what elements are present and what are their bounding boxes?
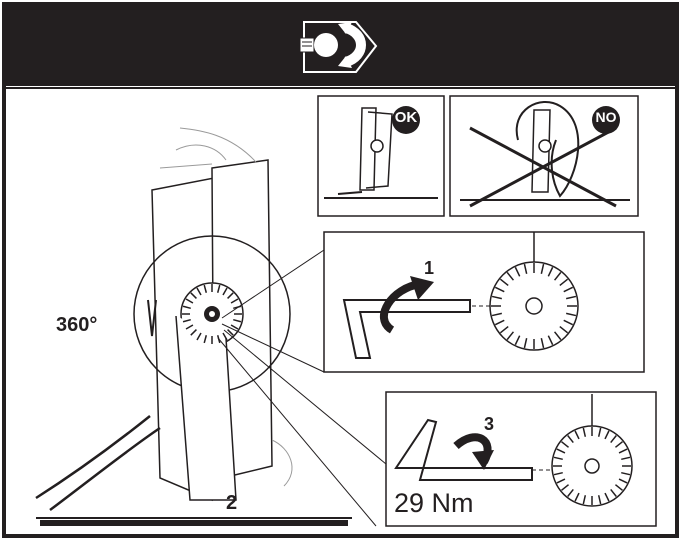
torque-value: 29 Nm (394, 488, 474, 518)
tighten-step-panel (385, 391, 657, 527)
loosen-step-number: 1 (424, 258, 435, 278)
main-dial-ticks (182, 284, 242, 344)
ok-panel (317, 95, 445, 217)
stand-step-number: 2 (226, 492, 238, 514)
loosen-step-panel (323, 231, 645, 373)
rotation-label: 360° (56, 314, 98, 336)
no-badge: NO (595, 109, 617, 125)
no-panel (449, 95, 639, 217)
lamp-tilt-icon (296, 14, 382, 78)
ok-badge: OK (394, 109, 418, 126)
loosen-dial-ticks (491, 263, 577, 349)
tighten-dial-ticks (553, 427, 631, 505)
lamp-main-view (35, 127, 387, 527)
tighten-step-number: 3 (484, 414, 495, 434)
